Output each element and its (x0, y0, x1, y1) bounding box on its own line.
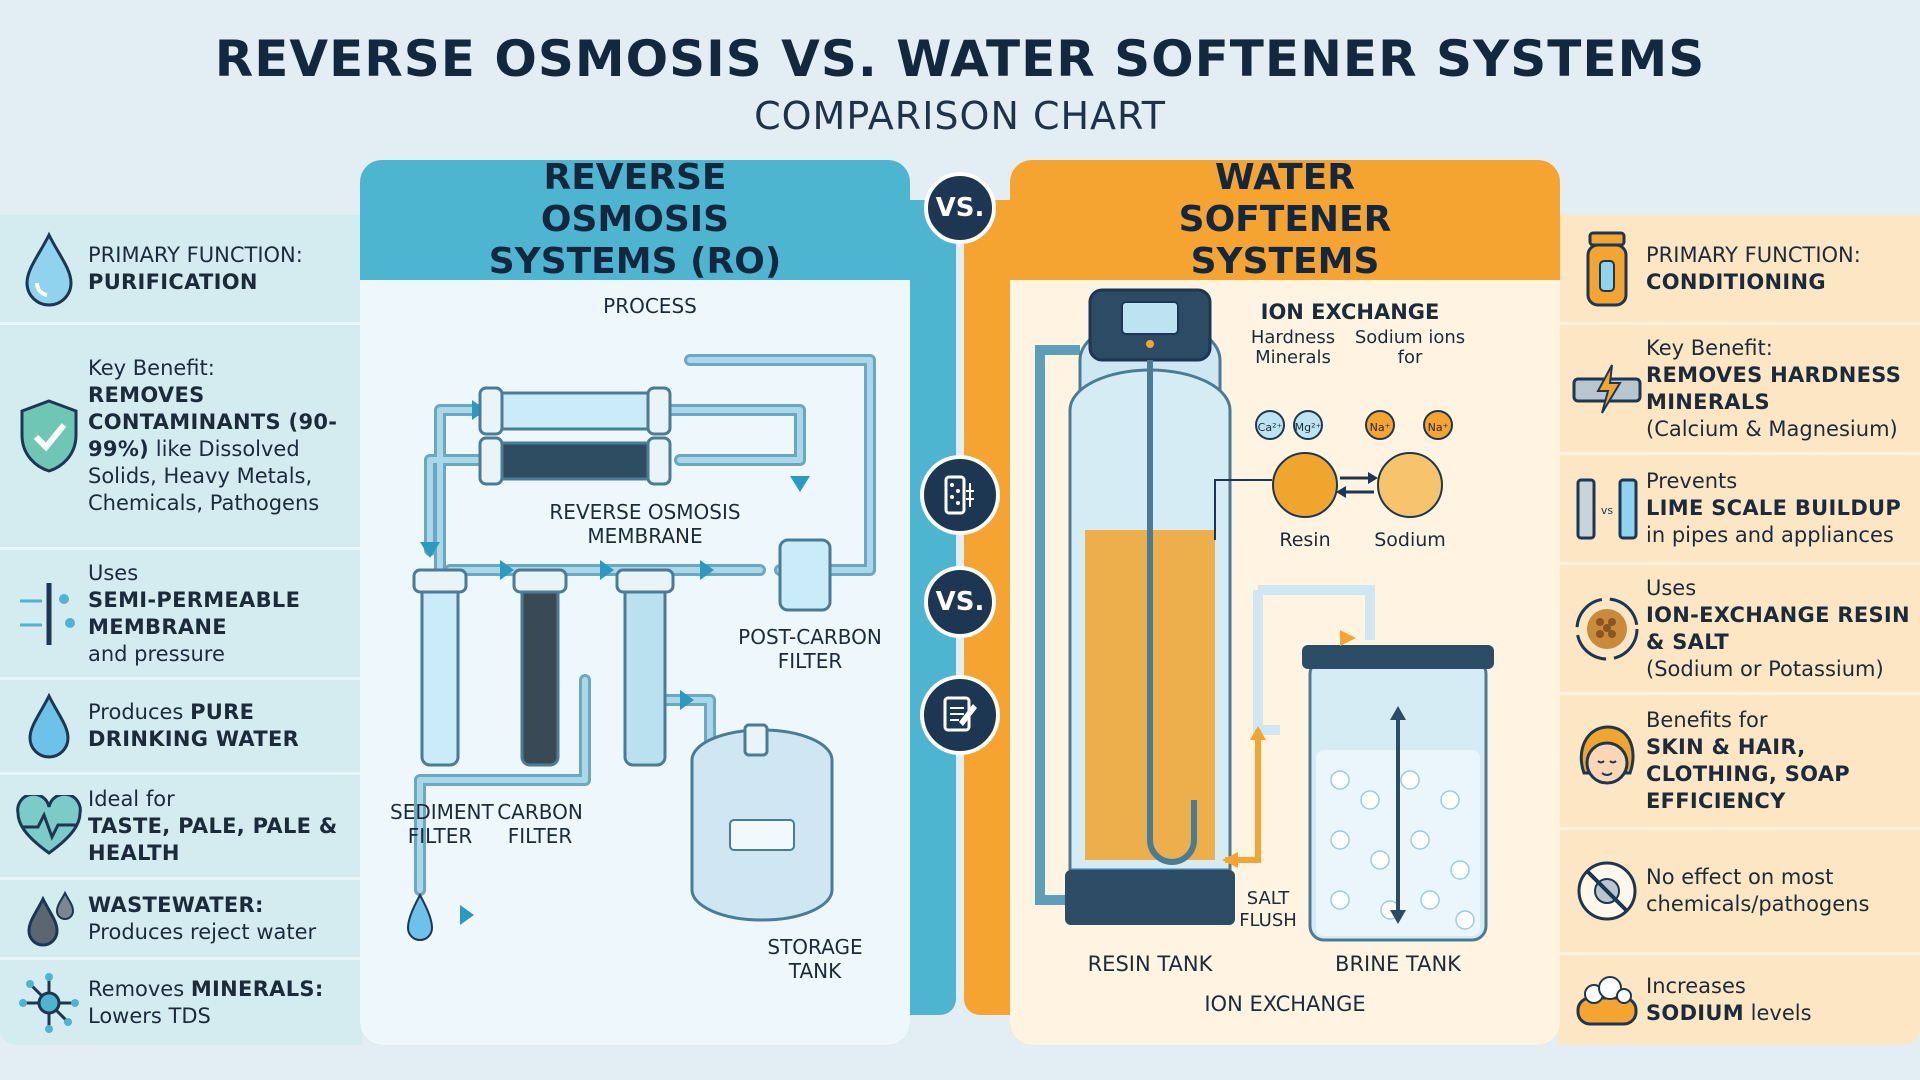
ws-diagram: ION EXCHANGE Hardness Minerals Sodium io… (1010, 280, 1560, 1045)
ro-panel-title: REVERSE OSMOSIS SYSTEMS (RO) (488, 160, 782, 282)
ro-row-wastewater: WASTEWATER:Produces reject water (0, 880, 362, 960)
heart-pulse-icon (10, 795, 88, 857)
water-drop-icon (10, 231, 88, 307)
filter-cartridge-icon (920, 455, 1000, 535)
ws-panel-title: WATER SOFTENER SYSTEMS (1178, 160, 1392, 282)
page-title: REVERSE OSMOSIS VS. WATER SOFTENER SYSTE… (214, 30, 1706, 88)
document-pen-icon (920, 675, 1000, 755)
vs-divider: VS. VS. (910, 172, 1010, 1015)
ro-membrane-label: REVERSE OSMOSIS MEMBRANE (549, 500, 741, 548)
ro-row-pure-water: Produces PURE DRINKING WATER (0, 680, 362, 775)
membrane-icon (10, 579, 88, 649)
svg-text:vs: vs (1601, 504, 1614, 517)
ca-ion: Ca²⁺ (1257, 421, 1283, 434)
face-hair-icon (1568, 721, 1646, 801)
ro-sediment-label: SEDIMENT FILTER (390, 800, 494, 848)
pure-drop-icon (10, 692, 88, 760)
mg-ion: Mg²⁺ (1294, 421, 1322, 434)
ws-bottom-label: ION EXCHANGE (1204, 992, 1366, 1016)
ws-row-benefit: Key Benefit:REMOVES HARDNESS MINERALS(Ca… (1558, 325, 1920, 455)
ro-row-benefit: Key Benefit:REMOVES CONTAMINANTS (90-99%… (0, 325, 362, 550)
ws-row-function: PRIMARY FUNCTION:CONDITIONING (1558, 215, 1920, 325)
ws-row-no-effect: No effect on most chemicals/pathogens (1558, 830, 1920, 955)
shield-check-icon (10, 397, 88, 475)
softener-features-column: PRIMARY FUNCTION:CONDITIONING Key Benefi… (1558, 215, 1920, 1045)
pipe-bolt-icon (1568, 361, 1646, 417)
ro-diagram: PROCESS REVERSE OSMOSIS MEMBRANE POST-CA… (360, 280, 910, 1045)
ro-carbon-label: CARBON FILTER (497, 800, 583, 848)
resin-cycle-icon (1568, 592, 1646, 666)
soap-bubbles-icon (1568, 968, 1646, 1032)
ro-storage-label: STORAGE TANK (767, 935, 863, 983)
ws-brine-tank-label: BRINE TANK (1335, 952, 1461, 976)
ws-sodium-ions-label: Sodium ions for (1354, 327, 1466, 368)
ws-sodium-label: Sodium (1374, 529, 1446, 551)
dark-drops-icon (10, 889, 88, 949)
vs-badge-top: VS. (924, 172, 996, 244)
ro-process-label: PROCESS (603, 294, 697, 318)
ws-softener-diagram (1035, 288, 1494, 942)
pipes-compare-icon: vs (1568, 474, 1646, 544)
ws-salt-flush-label: SALT FLUSH (1239, 888, 1297, 931)
page-subtitle: COMPARISON CHART (754, 94, 1166, 138)
ro-panel: REVERSE OSMOSIS SYSTEMS (RO) (360, 160, 910, 1045)
ro-row-function: PRIMARY FUNCTION:PURIFICATION (0, 215, 362, 325)
na-ion-2: Na⁺ (1427, 421, 1449, 434)
header: REVERSE OSMOSIS VS. WATER SOFTENER SYSTE… (0, 30, 1920, 138)
ws-panel: WATER SOFTENER SYSTEMS (1010, 160, 1560, 1045)
ro-process-diagram (406, 354, 876, 941)
molecule-icon (10, 971, 88, 1035)
ro-row-minerals: Removes MINERALS:Lowers TDS (0, 960, 362, 1045)
softener-tank-icon (1568, 229, 1646, 309)
ro-post-carbon-label: POST-CARBON FILTER (738, 625, 882, 673)
ws-resin-tank-label: RESIN TANK (1087, 952, 1213, 976)
vs-badge-middle: VS. (924, 566, 996, 638)
ro-features-column: PRIMARY FUNCTION:PURIFICATION Key Benefi… (0, 215, 362, 1045)
na-ion-1: Na⁺ (1369, 421, 1391, 434)
no-germ-icon (1568, 858, 1646, 924)
ws-ion-title: ION EXCHANGE (1260, 300, 1440, 324)
ws-hardness-label: Hardness Minerals (1250, 327, 1336, 368)
ws-resin-label: Resin (1279, 529, 1331, 551)
